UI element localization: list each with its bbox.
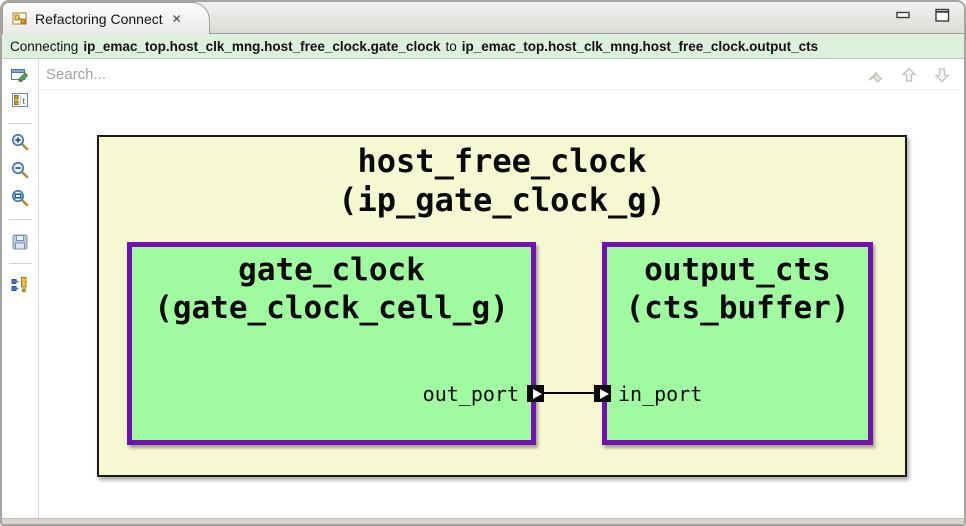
next-match-icon[interactable] <box>933 66 951 84</box>
search-actions <box>867 59 951 90</box>
tab-title: Refactoring Connect <box>35 10 163 27</box>
block-output-cts[interactable] <box>602 242 873 445</box>
target-signal-path: ip_emac_top.host_clk_mng.host_free_clock… <box>461 38 819 54</box>
search-input[interactable] <box>46 65 686 83</box>
tab-strip: Refactoring Connect ✕ <box>2 2 964 34</box>
block-gate-clock[interactable] <box>127 242 536 445</box>
out-port-label: out_port <box>422 382 519 406</box>
diagram-tab-icon <box>12 12 27 24</box>
module-instance-name: host_free_clock <box>357 142 647 180</box>
in-port-label: in_port <box>618 382 703 406</box>
tab-close-icon[interactable]: ✕ <box>171 11 182 26</box>
toolbar-separator <box>9 123 32 124</box>
toolbar-separator <box>9 263 32 264</box>
window-controls <box>896 8 950 23</box>
module-type-name: (ip_gate_clock_g) <box>338 181 666 219</box>
save-icon[interactable] <box>10 232 30 252</box>
block-instance-name: output_cts <box>644 252 831 288</box>
status-prefix: Connecting <box>10 38 79 54</box>
show-port-connections-icon[interactable] <box>10 275 30 295</box>
toolbar-separator <box>9 219 32 220</box>
tab-refactoring-connect[interactable]: Refactoring Connect ✕ <box>2 2 210 34</box>
show-type-labels-icon[interactable]: t <box>10 90 30 110</box>
svg-text:t: t <box>23 96 26 107</box>
source-signal-path: ip_emac_top.host_clk_mng.host_free_clock… <box>83 38 441 54</box>
maximize-icon[interactable] <box>935 8 950 23</box>
block-gate-clock-title: gate_clock (gate_clock_cell_g) <box>127 251 536 327</box>
block-type-name: (gate_clock_cell_g) <box>154 290 509 326</box>
in-port-marker[interactable] <box>594 385 611 402</box>
diagram-toolbar: t <box>2 59 39 518</box>
block-instance-name: gate_clock <box>238 252 425 288</box>
block-type-name: (cts_buffer) <box>625 290 850 326</box>
out-port-marker[interactable] <box>527 385 544 402</box>
block-output-cts-title: output_cts (cts_buffer) <box>602 251 873 327</box>
zoom-to-fit-icon[interactable] <box>10 188 30 208</box>
minimize-icon[interactable] <box>896 8 911 23</box>
zoom-in-icon[interactable] <box>10 132 30 152</box>
previous-match-icon[interactable] <box>900 66 918 84</box>
connection-status-bar: Connecting ip_emac_top.host_clk_mng.host… <box>2 34 964 59</box>
connection-wire[interactable] <box>543 392 595 394</box>
status-joiner: to <box>445 38 457 54</box>
search-bar <box>40 59 961 90</box>
window-bottom-edge <box>2 518 964 524</box>
edit-diagram-icon[interactable] <box>10 65 30 85</box>
zoom-out-icon[interactable] <box>10 160 30 180</box>
clear-highlight-icon[interactable] <box>867 66 885 84</box>
module-title: host_free_clock (ip_gate_clock_g) <box>97 142 907 220</box>
